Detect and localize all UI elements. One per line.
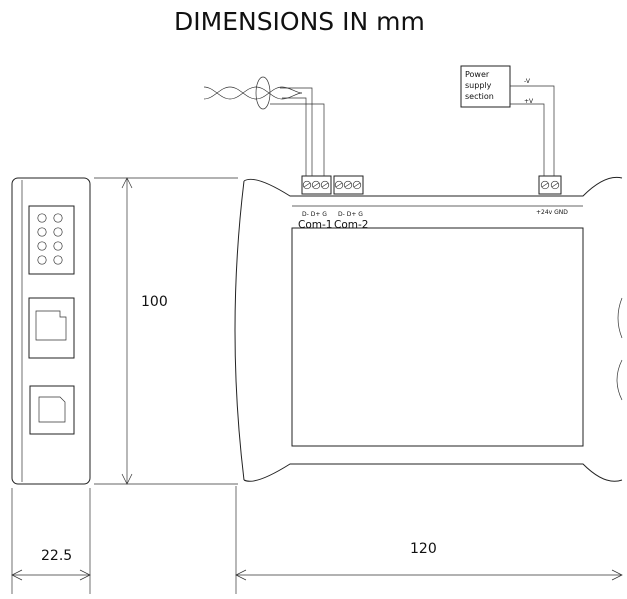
- power-terminal-block: [538, 175, 562, 195]
- com1-terminal-block: [301, 175, 332, 195]
- side-view-left-curve: [234, 180, 245, 481]
- power-supply-label-line3: section: [465, 92, 494, 101]
- ethernet-port: [28, 297, 75, 359]
- usb-jack: [38, 396, 66, 423]
- com2-pin-labels: D- D+ G: [338, 211, 363, 218]
- front-width-label: 22.5: [41, 548, 72, 564]
- diagram-title: DIMENSIONS IN mm: [174, 7, 425, 36]
- com1-pin-labels: D- D+ G: [302, 211, 327, 218]
- power-pos-label: +V: [524, 98, 534, 105]
- height-dimension: 100: [94, 177, 238, 485]
- com2-label: Com-2: [334, 219, 368, 231]
- twisted-pair-cable: [203, 76, 325, 176]
- power-supply-label-line2: supply: [465, 81, 492, 90]
- side-width-dimension: 120: [235, 486, 623, 594]
- com1-label: Com-1: [298, 219, 332, 231]
- side-view-right-curve: [617, 297, 623, 339]
- power-neg-label: -V: [524, 78, 531, 85]
- power-pin-labels: +24v GND: [536, 209, 568, 216]
- side-width-label: 120: [410, 541, 437, 557]
- front-view: [11, 177, 91, 485]
- front-width-dimension: 22.5: [11, 488, 91, 594]
- power-supply-section: Power supply section -V +V: [460, 65, 555, 176]
- front-io-block: [28, 205, 75, 275]
- front-io-led-grid: [37, 213, 63, 265]
- ethernet-jack: [35, 310, 67, 341]
- side-view-housing: [243, 176, 623, 482]
- power-supply-label-line1: Power: [465, 70, 490, 79]
- usb-port: [29, 385, 75, 435]
- front-view-outline: [11, 177, 91, 485]
- cable-shield: [255, 76, 271, 110]
- power-supply-box: [460, 65, 511, 108]
- front-panel: [291, 227, 584, 447]
- side-view: D- D+ G D- D+ G Com-1 Com-2 +24v GND: [234, 175, 623, 482]
- com2-terminal-block: [333, 175, 364, 195]
- height-dimension-label: 100: [141, 294, 168, 310]
